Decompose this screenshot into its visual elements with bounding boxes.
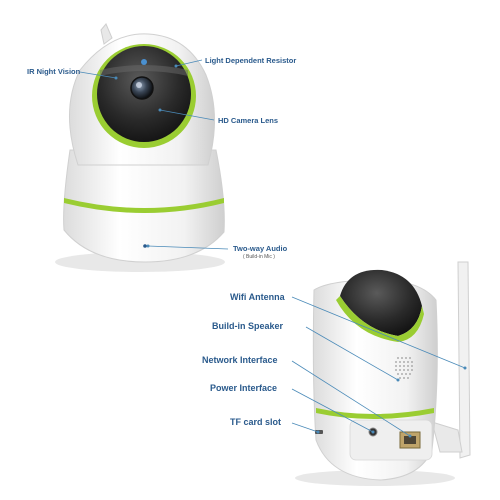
label-power-interface: Power Interface bbox=[210, 383, 278, 393]
front-dome-highlight bbox=[100, 65, 188, 76]
front-body bbox=[63, 149, 225, 263]
leader-hd-lens bbox=[159, 109, 215, 121]
leader-ir-dot bbox=[114, 76, 118, 80]
front-lens-glint bbox=[136, 82, 142, 88]
leader-ldr bbox=[175, 59, 203, 67]
leader-two-way-audio bbox=[147, 245, 229, 250]
label-network-interface: Network Interface bbox=[202, 355, 278, 365]
front-ldr-sensor bbox=[141, 59, 147, 65]
rear-leaders bbox=[291, 296, 467, 438]
leader-speaker bbox=[305, 326, 399, 381]
label-build-in-speaker: Build-in Speaker bbox=[212, 321, 284, 331]
leader-power bbox=[291, 388, 374, 433]
rear-antenna bbox=[457, 261, 471, 459]
front-antenna-stub bbox=[100, 23, 113, 45]
label-light-dependent-resistor: Light Dependent Resistor bbox=[205, 56, 297, 65]
leader-ldr-dot bbox=[174, 64, 178, 68]
front-lens bbox=[130, 76, 154, 100]
front-green-band bbox=[64, 198, 224, 213]
leader-network-dot bbox=[408, 434, 412, 438]
front-mic-hole bbox=[143, 244, 147, 248]
leader-wifi-antenna bbox=[291, 296, 466, 369]
label-two-way-audio-sub: ( Build-in Mic ) bbox=[243, 254, 275, 260]
leader-speaker-dot bbox=[396, 378, 400, 382]
front-leaders bbox=[79, 59, 229, 250]
leader-ir-night-vision bbox=[79, 71, 117, 79]
leader-wifi-dot bbox=[463, 366, 467, 370]
leader-tf-dot bbox=[316, 430, 320, 434]
label-hd-camera-lens: HD Camera Lens bbox=[218, 116, 279, 125]
rear-antenna-hinge bbox=[431, 421, 463, 453]
rear-network-port-inner bbox=[404, 436, 416, 444]
leader-tf-card bbox=[291, 422, 319, 433]
rear-camera bbox=[295, 261, 471, 486]
rear-speaker-grille bbox=[395, 357, 413, 379]
leader-audio-dot bbox=[146, 244, 150, 248]
label-ir-night-vision: IR Night Vision bbox=[27, 67, 81, 76]
rear-dome bbox=[340, 269, 422, 336]
leader-power-dot bbox=[371, 430, 375, 434]
front-camera bbox=[55, 23, 225, 272]
rear-green-band bbox=[316, 408, 434, 419]
label-wifi-antenna: Wifi Antenna bbox=[230, 292, 285, 302]
leader-hd-dot bbox=[158, 108, 162, 112]
label-tf-card-slot: TF card slot bbox=[230, 417, 282, 427]
leader-network bbox=[291, 360, 411, 437]
label-two-way-audio: Two-way Audio bbox=[233, 244, 288, 253]
